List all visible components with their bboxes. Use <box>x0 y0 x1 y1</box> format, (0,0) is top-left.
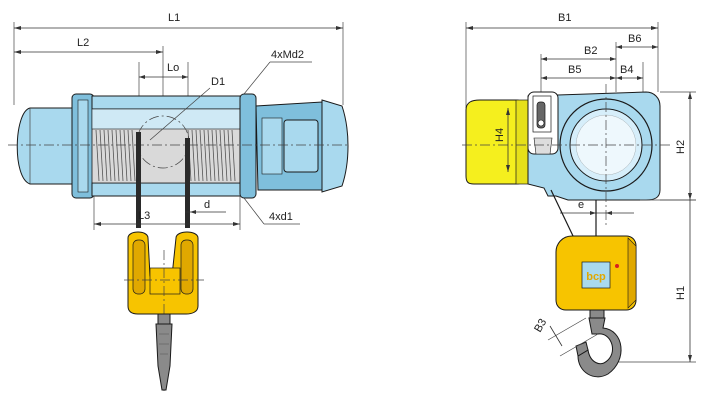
terminal-box <box>283 119 319 173</box>
label-e: e <box>578 199 584 211</box>
right-flange <box>239 93 257 199</box>
rope-windings <box>95 129 236 182</box>
rope-right <box>185 138 190 228</box>
label-H2: H2 <box>675 140 687 154</box>
label-H1: H1 <box>675 286 687 300</box>
dimension-B2 <box>540 54 616 92</box>
dimension-e <box>560 205 634 232</box>
drum-end-cap <box>16 107 73 185</box>
side-view: B1 B6 B2 B5 B4 <box>462 12 696 378</box>
label-B4: B4 <box>620 64 633 76</box>
rope-left <box>136 132 141 228</box>
dimension-L2 <box>14 46 164 100</box>
label-4xMd2: 4xMd2 <box>271 49 304 61</box>
bcp-logo: bcp <box>581 261 619 289</box>
hook-block-front <box>124 231 204 392</box>
rope-side <box>550 189 575 239</box>
label-B6: B6 <box>628 33 641 45</box>
label-B1: B1 <box>558 12 571 24</box>
label-B3: B3 <box>532 317 549 335</box>
label-4xd1: 4xd1 <box>269 211 293 223</box>
label-D1: D1 <box>211 76 225 88</box>
dimension-L1 <box>13 22 344 105</box>
dimension-L3 <box>93 196 241 230</box>
dimension-B1 <box>465 22 659 108</box>
label-L1: L1 <box>168 12 180 24</box>
label-Lo: Lo <box>167 62 179 74</box>
hook-front <box>155 313 173 391</box>
upper-frame-bar <box>91 95 243 110</box>
label-H4: H4 <box>494 128 506 142</box>
dimension-B6 <box>615 42 658 92</box>
label-B2: B2 <box>584 45 597 57</box>
hook-side <box>575 309 622 378</box>
motor-end-cover <box>321 99 349 193</box>
label-L2: L2 <box>77 37 89 49</box>
dimension-d <box>185 210 226 214</box>
dimension-H4 <box>506 108 510 172</box>
dimension-H1 <box>612 199 696 363</box>
label-B5: B5 <box>568 64 581 76</box>
dimension-B3 <box>547 317 599 357</box>
lower-frame-bar <box>91 182 243 197</box>
dimension-B5-B4 <box>541 62 644 95</box>
dimension-Lo <box>138 62 189 96</box>
front-view: L1 L2 Lo <box>8 12 350 392</box>
label-d: d <box>204 199 210 211</box>
svg-text:bcp: bcp <box>586 271 606 283</box>
label-L3: L3 <box>138 210 150 222</box>
